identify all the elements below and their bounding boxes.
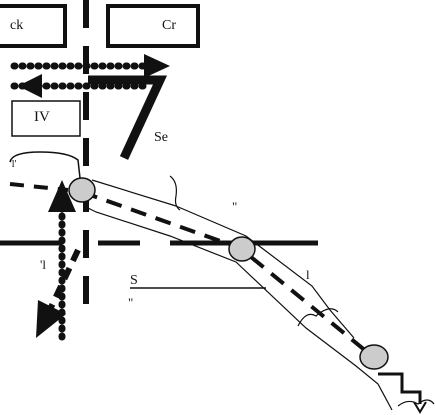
fragment-bottom-mid: S <box>130 273 138 288</box>
arrow-down-step-head <box>413 401 427 414</box>
fragment-small-left: 'l' <box>10 159 17 170</box>
arrow-left-icon <box>18 74 42 98</box>
fragment-mid-quote: " <box>232 199 238 214</box>
box-iv <box>11 100 81 137</box>
box-iv-label: IV <box>34 109 50 125</box>
fragment-bottom-left: 'l <box>40 257 46 272</box>
turn-arrow <box>88 75 168 160</box>
corridor-lower <box>83 205 393 411</box>
brace-lower <box>297 308 339 327</box>
box-top-right-label: Cr <box>162 18 176 33</box>
arrow-right-icon <box>144 54 170 78</box>
box-top-right <box>106 4 200 48</box>
arrow-up-icon <box>48 180 76 212</box>
bracket-iv <box>9 151 81 179</box>
arrow-down-left-shaft <box>43 248 81 320</box>
brace-mid <box>169 175 181 211</box>
fragment-sec: Se <box>154 130 168 145</box>
arrow-down-step-icon <box>378 372 422 404</box>
corridor-upper <box>91 179 355 339</box>
node-1 <box>68 177 96 203</box>
trajectory-dashed <box>81 190 374 358</box>
node-3 <box>359 344 389 370</box>
box-top-left-label: ck <box>10 18 24 33</box>
brace-bottom <box>397 399 435 407</box>
fragment-right-mark: l <box>306 267 310 282</box>
fragment-bottom-quote: " <box>128 295 134 310</box>
box-top-left <box>0 4 67 48</box>
arrow-down-left-icon <box>36 300 66 338</box>
node-2 <box>228 236 256 262</box>
